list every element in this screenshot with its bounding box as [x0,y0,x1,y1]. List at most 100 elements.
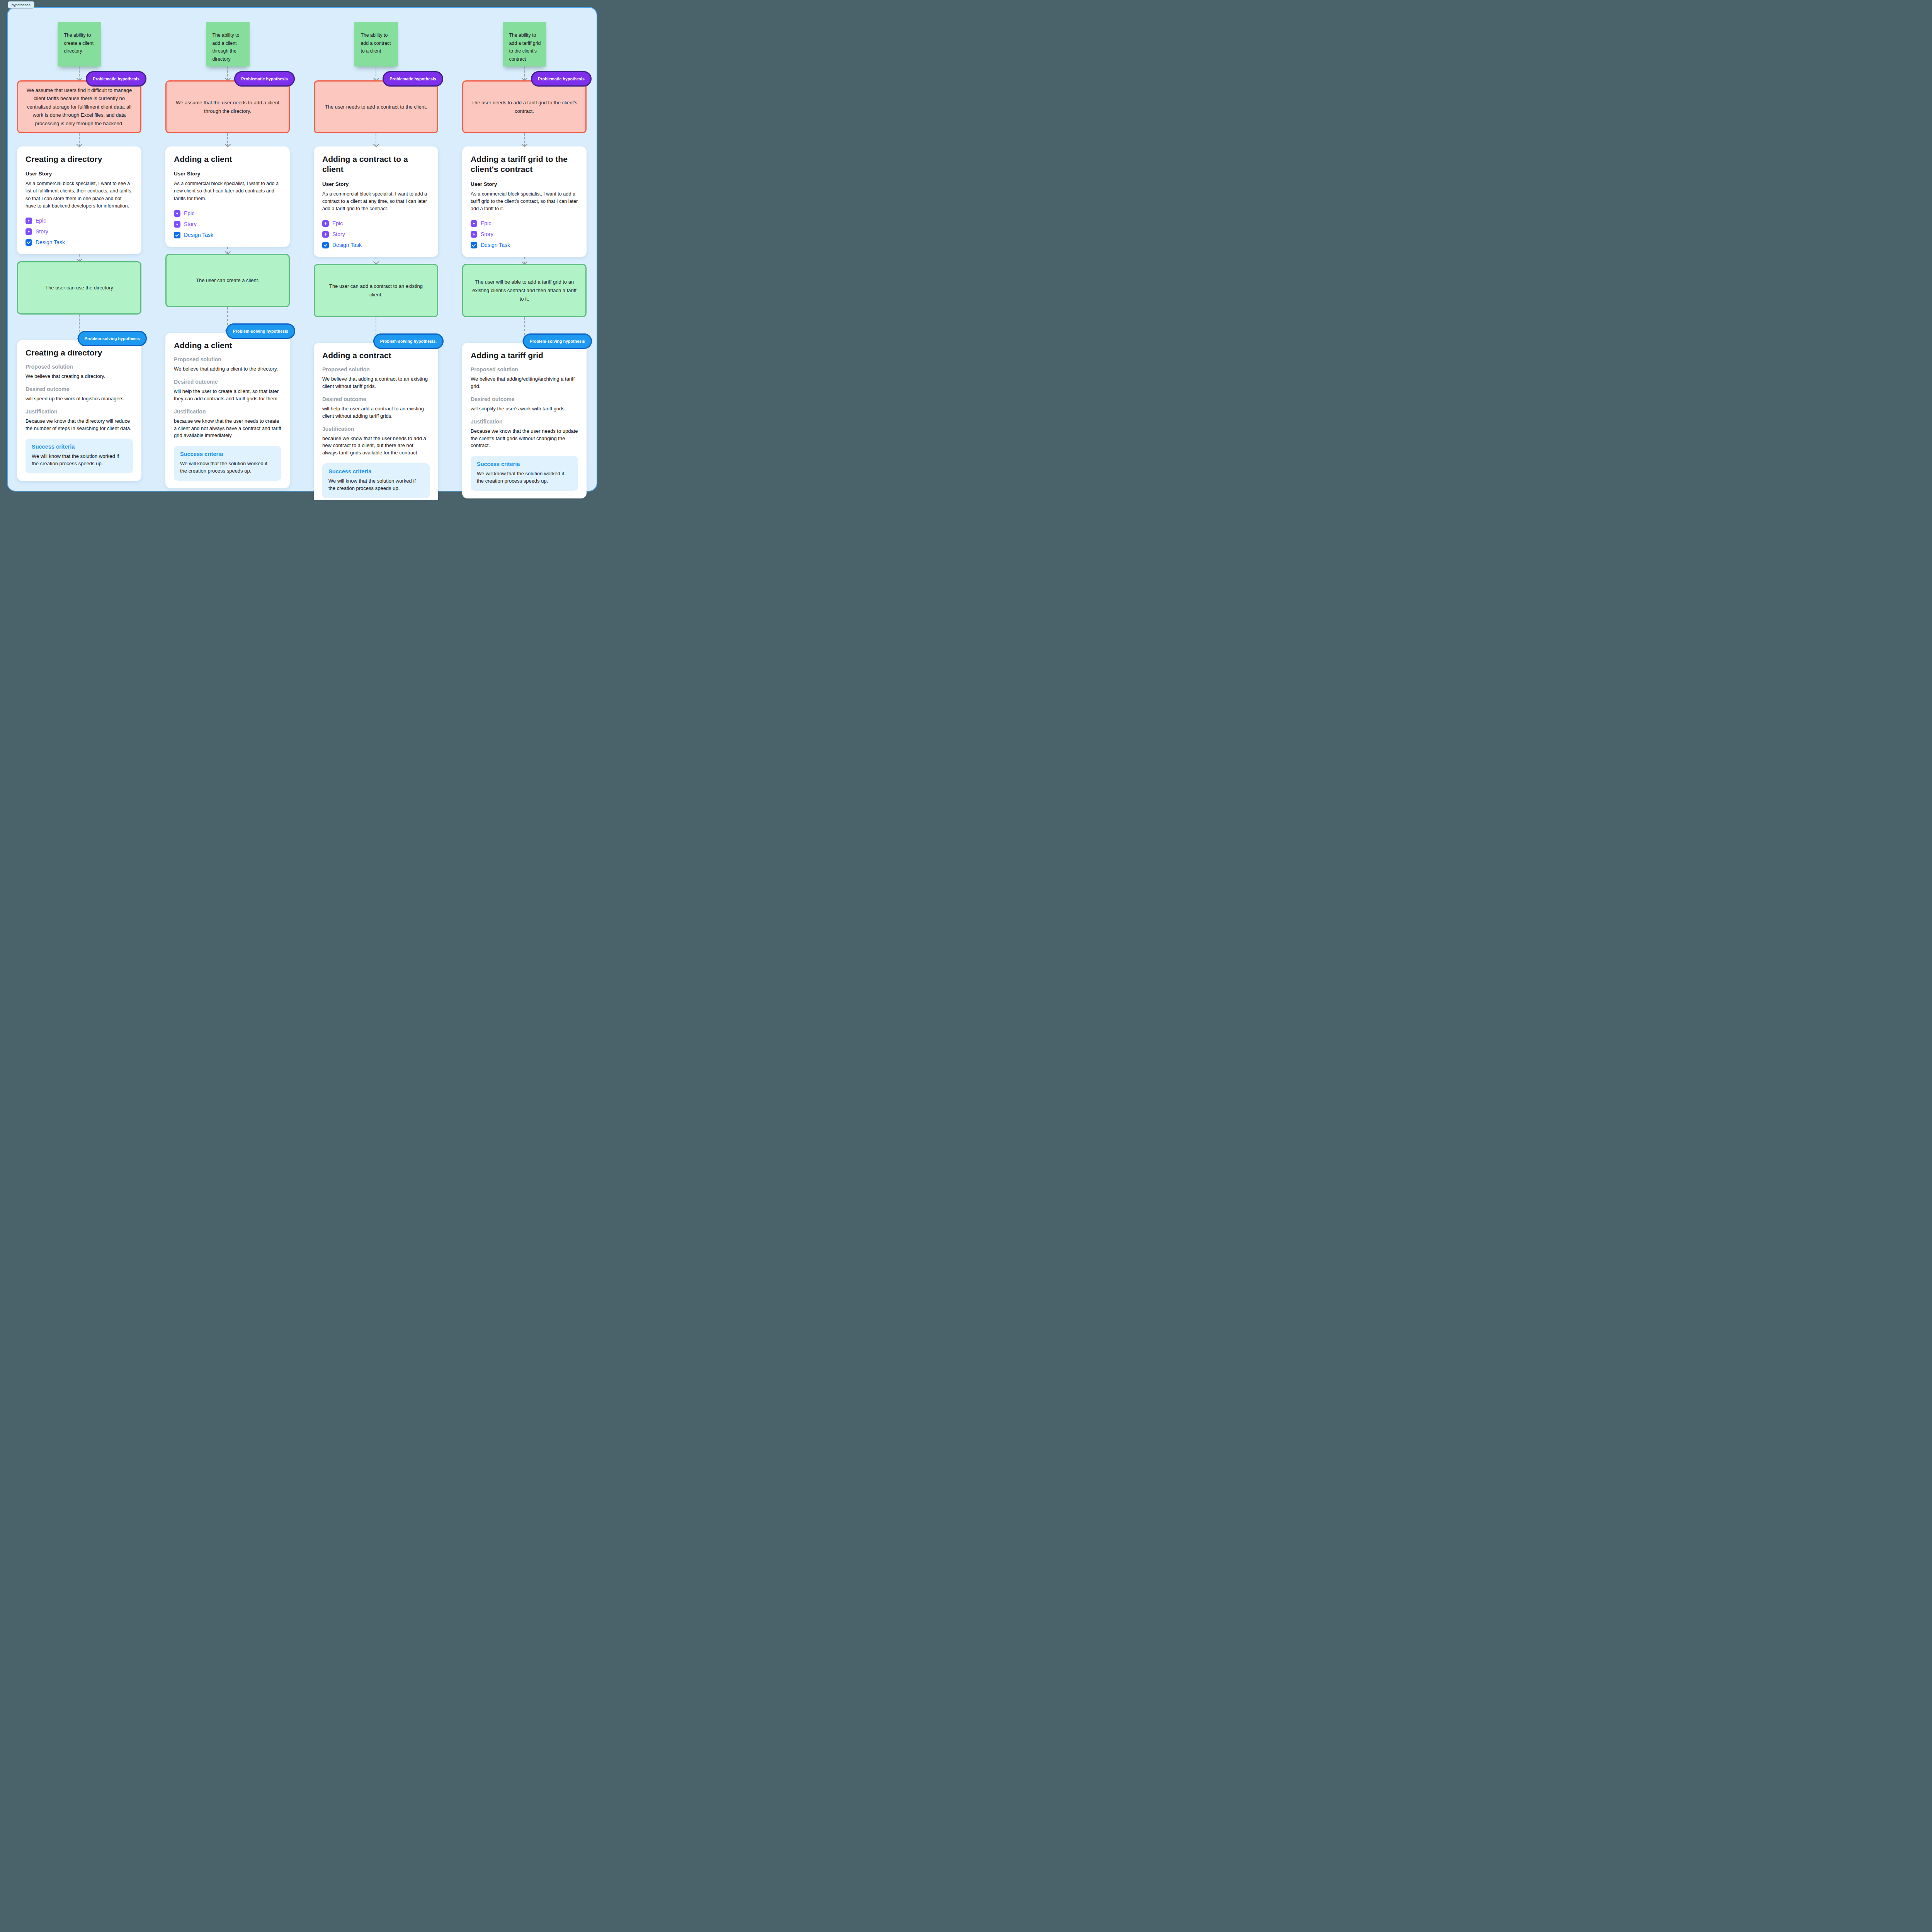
success-criteria-panel: Success criteria We will know that the s… [322,463,430,498]
epic-link[interactable]: Epic [26,218,133,224]
problematic-hypothesis-box[interactable]: Problematic hypothesis The user needs to… [462,80,587,133]
success-criteria-label: Success criteria [477,461,572,467]
desired-outcome-text: will help the user to create a client, s… [174,388,281,403]
solution-card[interactable]: Problem-solving hypothesis. Adding a con… [314,343,438,500]
sticky-note[interactable]: The ability to add a client through the … [206,22,250,66]
card-title: Creating a directory [26,348,133,358]
epic-link[interactable]: Epic [471,220,578,227]
outcome-text: The user will be able to add a tariff gr… [472,278,577,303]
sticky-note-text: The ability to add a client through the … [213,32,240,62]
user-story-text: As a commercial block specialist, I want… [322,190,430,213]
user-story-text: As a commercial block specialist, I want… [26,180,133,210]
success-criteria-panel: Success criteria We will know that the s… [174,446,281,481]
justification-text: Because we know that the user needs to u… [471,428,578,450]
bolt-icon [174,210,180,217]
bolt-icon [174,221,180,228]
problematic-hypothesis-badge[interactable]: Problematic hypothesis [531,71,592,87]
story-link[interactable]: Story [174,221,281,228]
design-task-link[interactable]: Design Task [471,242,578,248]
sticky-note-text: The ability to create a client directory [64,32,94,54]
problem-solving-hypothesis-badge[interactable]: Problem-solving hypothesis [226,323,295,339]
solution-card[interactable]: Problem-solving hypothesis Adding a clie… [165,333,290,488]
desired-outcome-label: Desired outcome [471,396,578,402]
design-task-link[interactable]: Design Task [26,239,133,246]
problem-solving-hypothesis-badge[interactable]: Problem-solving hypothesis [523,333,592,349]
design-task-label: Design Task [184,232,213,238]
outcome-text: The user can use the directory [45,284,113,292]
design-task-link[interactable]: Design Task [174,232,281,238]
desired-outcome-text: will help the user add a contract to an … [322,405,430,420]
problematic-hypothesis-badge[interactable]: Problematic hypothesis [86,71,146,87]
problem-solving-hypothesis-badge[interactable]: Problem-solving hypothesis [78,331,147,346]
hypothesis-column: The ability to add a contract to a clien… [314,22,438,484]
connector-arrow [524,133,525,146]
epic-label: Epic [36,218,46,224]
connector-arrow [227,247,228,254]
problematic-hypothesis-badge[interactable]: Problematic hypothesis [383,71,443,87]
story-card-slot: Adding a contract to a client User Story… [314,146,438,264]
success-criteria-label: Success criteria [328,468,423,474]
justification-text: Because we know that the directory will … [26,418,133,432]
connector-arrow [227,133,228,146]
hypothesis-column: The ability to add a tariff grid to the … [462,22,587,484]
user-story-text: As a commercial block specialist, I want… [471,190,578,213]
story-label: Story [36,228,48,235]
user-story-label: User Story [471,181,578,187]
user-story-text: As a commercial block specialist, I want… [174,180,281,202]
bolt-icon [471,220,477,227]
problematic-hypothesis-badge[interactable]: Problematic hypothesis [234,71,295,87]
card-title: Adding a client [174,340,281,350]
problematic-hypothesis-box[interactable]: Problematic hypothesis The user needs to… [314,80,438,133]
connector-arrow [79,66,80,80]
problem-text: We assume that users find it difficult t… [26,86,133,128]
solution-card[interactable]: Problem-solving hypothesis Creating a di… [17,340,141,481]
connector-arrow [79,254,80,261]
sticky-note[interactable]: The ability to create a client directory [58,22,101,66]
section-tab[interactable]: hypotheses [8,1,34,9]
user-story-card[interactable]: Adding a contract to a client User Story… [314,146,438,257]
sticky-note-text: The ability to add a tariff grid to the … [509,32,541,62]
sticky-note[interactable]: The ability to add a tariff grid to the … [503,22,546,66]
outcome-box[interactable]: The user can use the directory [17,261,141,315]
card-title: Adding a client [174,154,281,164]
hypothesis-column: The ability to create a client directory… [17,22,141,484]
sticky-note-text: The ability to add a contract to a clien… [361,32,391,54]
checkbox-checked-icon [471,242,477,248]
story-link[interactable]: Story [322,231,430,238]
solution-card[interactable]: Problem-solving hypothesis Adding a tari… [462,343,587,498]
epic-link[interactable]: Epic [322,220,430,227]
story-card-slot: Creating a directory User Story As a com… [17,146,141,261]
sticky-note[interactable]: The ability to add a contract to a clien… [354,22,398,66]
justification-label: Justification [26,408,133,415]
card-title: Adding a tariff grid [471,350,578,361]
connector-arrow [227,66,228,80]
problematic-hypothesis-box[interactable]: Problematic hypothesis We assume that us… [17,80,141,133]
proposed-solution-text: We believe that adding a client to the d… [174,366,281,373]
user-story-card[interactable]: Adding a client User Story As a commerci… [165,146,290,247]
user-story-card[interactable]: Creating a directory User Story As a com… [17,146,141,254]
story-card-slot: Adding a tariff grid to the client's con… [462,146,587,264]
outcome-box[interactable]: The user can create a client. [165,254,290,307]
problem-solving-hypothesis-badge[interactable]: Problem-solving hypothesis. [373,333,444,349]
success-criteria-text: We will know that the solution worked if… [477,470,572,485]
user-story-card[interactable]: Adding a tariff grid to the client's con… [462,146,587,257]
desired-outcome-label: Desired outcome [26,386,133,392]
problem-text: The user needs to add a tariff grid to t… [471,99,578,115]
problematic-hypothesis-box[interactable]: Problematic hypothesis We assume that th… [165,80,290,133]
proposed-solution-label: Proposed solution [471,366,578,372]
story-link[interactable]: Story [26,228,133,235]
epic-link[interactable]: Epic [174,210,281,217]
outcome-box[interactable]: The user can add a contract to an existi… [314,264,438,317]
story-label: Story [332,231,345,237]
story-link[interactable]: Story [471,231,578,238]
proposed-solution-label: Proposed solution [26,364,133,370]
problem-text: The user needs to add a contract to the … [325,103,427,111]
proposed-solution-text: We believe that adding a contract to an … [322,376,430,390]
proposed-solution-label: Proposed solution [322,366,430,372]
design-task-label: Design Task [332,242,362,248]
connector-arrow [524,257,525,264]
design-task-link[interactable]: Design Task [322,242,430,248]
outcome-box[interactable]: The user will be able to add a tariff gr… [462,264,587,317]
justification-text: because we know that the user needs to a… [322,435,430,457]
justification-label: Justification [174,408,281,415]
